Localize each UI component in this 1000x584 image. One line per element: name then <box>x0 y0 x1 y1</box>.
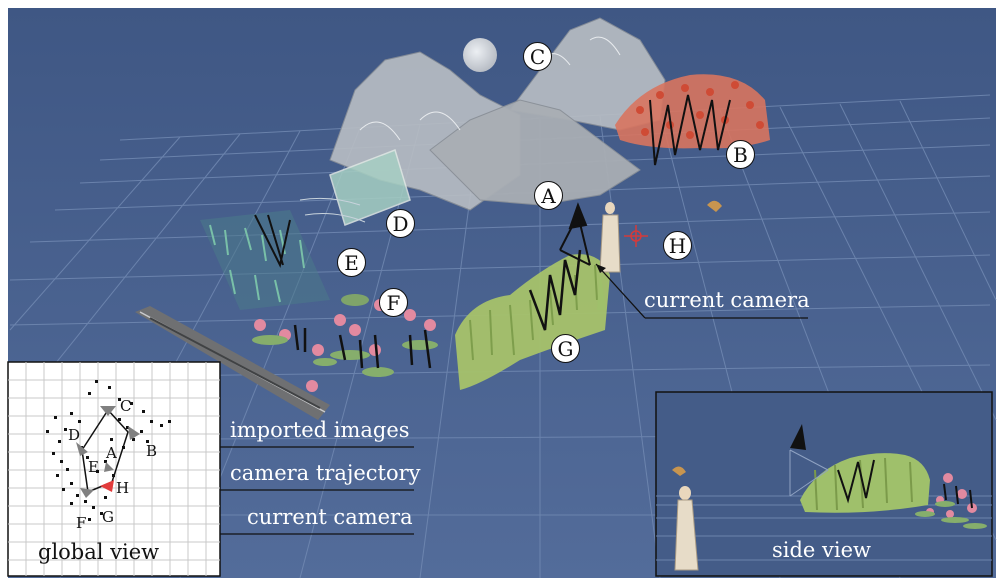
side-view-bird <box>672 466 686 476</box>
crosshair-marker <box>624 225 648 247</box>
pond-image <box>299 149 411 226</box>
moon-image <box>463 38 497 72</box>
bird-image <box>707 200 722 212</box>
side-view-title: side view <box>772 538 872 562</box>
camera-trajectory-label: camera trajectory <box>230 461 421 485</box>
callout-h: H <box>663 231 692 260</box>
current-camera-label: current camera <box>644 288 810 312</box>
callout-g: G <box>551 334 580 363</box>
gv-letter-c: C <box>120 397 131 415</box>
callout-f: F <box>379 288 408 317</box>
gv-letter-e: E <box>88 458 99 476</box>
current-camera-marker <box>100 480 114 492</box>
global-view-title: global view <box>38 540 160 564</box>
gv-letter-d: D <box>68 426 80 444</box>
global-view-letters: C D A B E H F G <box>68 397 157 532</box>
side-view-grid <box>656 495 992 561</box>
side-view-inset <box>655 391 993 577</box>
gv-letter-g: G <box>102 508 114 526</box>
global-view-inset: C D A B E H F G <box>7 361 221 577</box>
gv-letter-b: B <box>146 442 157 460</box>
camera-trajectory-path <box>81 409 129 494</box>
current-camera-leader <box>595 263 808 319</box>
gv-letter-h: H <box>116 479 129 497</box>
scroll-image <box>135 306 330 420</box>
scholar-figure-image <box>599 202 621 273</box>
trajectory-camera-markers <box>76 406 140 498</box>
callout-e: E <box>337 248 366 277</box>
current-camera-arrowhead <box>596 264 606 273</box>
side-view-willow <box>800 453 930 513</box>
grass-image <box>200 210 330 310</box>
blossom-tree-image <box>615 74 770 166</box>
callout-d: D <box>386 209 415 238</box>
callout-c: C <box>523 42 552 71</box>
inset-current-camera-label: current camera <box>247 505 413 529</box>
global-view-grid <box>8 362 220 576</box>
willow-image <box>455 249 610 390</box>
callout-b: B <box>726 140 755 169</box>
side-view-camera <box>789 424 829 497</box>
imported-image-points <box>46 380 171 521</box>
gv-letter-f: F <box>76 514 86 532</box>
side-view-lotus <box>915 473 987 529</box>
side-view-figure <box>674 486 699 571</box>
gv-letter-a: A <box>105 444 117 462</box>
camera-frustum <box>559 202 591 266</box>
lotus-images <box>252 294 438 392</box>
imported-images-label: imported images <box>230 418 410 442</box>
callout-a: A <box>534 181 563 210</box>
